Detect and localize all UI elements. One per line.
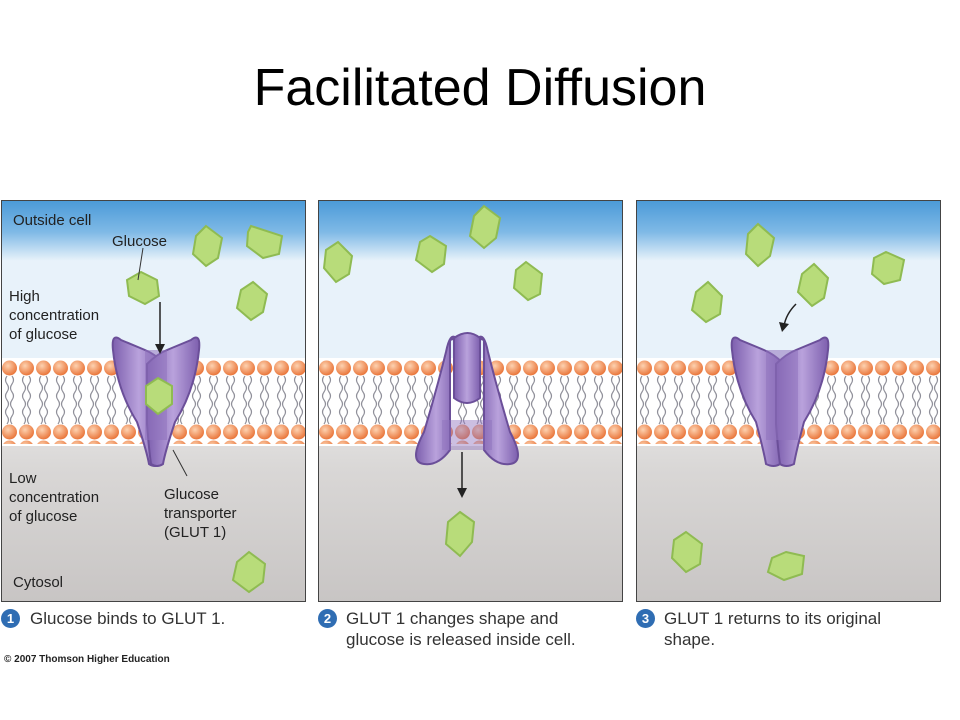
glut1-transporter bbox=[415, 332, 519, 466]
glucose-molecule bbox=[744, 222, 776, 268]
glut1-transporter bbox=[730, 336, 830, 467]
panel-step-2 bbox=[318, 200, 623, 602]
page-title: Facilitated Diffusion bbox=[253, 59, 707, 117]
glucose-molecule bbox=[235, 280, 269, 322]
panel-2-border bbox=[318, 200, 623, 602]
glucose-molecule bbox=[468, 204, 502, 250]
panel-2-illustration bbox=[318, 200, 623, 602]
panel-1-illustration bbox=[1, 200, 306, 602]
step-3-number: 3 bbox=[636, 609, 655, 628]
step-3-caption: GLUT 1 returns to its original shape. bbox=[664, 609, 881, 649]
label-low-concentration: Low concentration of glucose bbox=[9, 470, 100, 525]
label-high-concentration: High concentration of glucose bbox=[9, 288, 100, 343]
glut1-transporter bbox=[111, 336, 201, 467]
label-cytosol: Cytosol bbox=[13, 574, 64, 591]
panel-step-3 bbox=[636, 200, 941, 602]
label-glucose-transporter: Glucose transporter (GLUT 1) bbox=[164, 486, 237, 541]
glucose-molecule bbox=[245, 224, 284, 260]
arrow-head bbox=[457, 488, 467, 498]
step-1-number: 1 bbox=[1, 609, 20, 628]
glucose-molecule bbox=[191, 224, 224, 268]
glucose-molecule bbox=[512, 260, 544, 302]
glucose-molecule bbox=[231, 550, 267, 594]
copyright-notice: © 2007 Thomson Higher Education bbox=[4, 654, 170, 665]
step-2-caption: GLUT 1 changes shape and glucose is rele… bbox=[346, 609, 576, 649]
label-glucose: Glucose bbox=[112, 233, 168, 250]
glucose-molecule bbox=[670, 530, 704, 574]
label-outside-cell: Outside cell bbox=[13, 212, 92, 229]
leader-line bbox=[137, 247, 144, 281]
glucose-molecule bbox=[870, 250, 906, 286]
arrow-head bbox=[779, 322, 789, 332]
step-2-number: 2 bbox=[318, 609, 337, 628]
panel-3-illustration bbox=[636, 200, 941, 602]
glucose-molecule bbox=[125, 270, 161, 306]
glucose-molecule bbox=[414, 234, 448, 274]
glucose-molecule bbox=[796, 262, 830, 308]
leader-line bbox=[172, 449, 188, 477]
glucose-molecule bbox=[690, 280, 724, 324]
panel-3-border bbox=[636, 200, 941, 602]
glucose-molecule bbox=[145, 376, 173, 416]
panel-1-border bbox=[1, 200, 306, 602]
step-1-caption: Glucose binds to GLUT 1. bbox=[30, 609, 226, 628]
glucose-molecule bbox=[444, 510, 476, 558]
glucose-molecule bbox=[766, 550, 806, 582]
glucose-molecule bbox=[322, 240, 354, 284]
panel-step-1: Outside cell Glucose High concentration … bbox=[1, 200, 306, 602]
arrow-head bbox=[155, 344, 165, 354]
